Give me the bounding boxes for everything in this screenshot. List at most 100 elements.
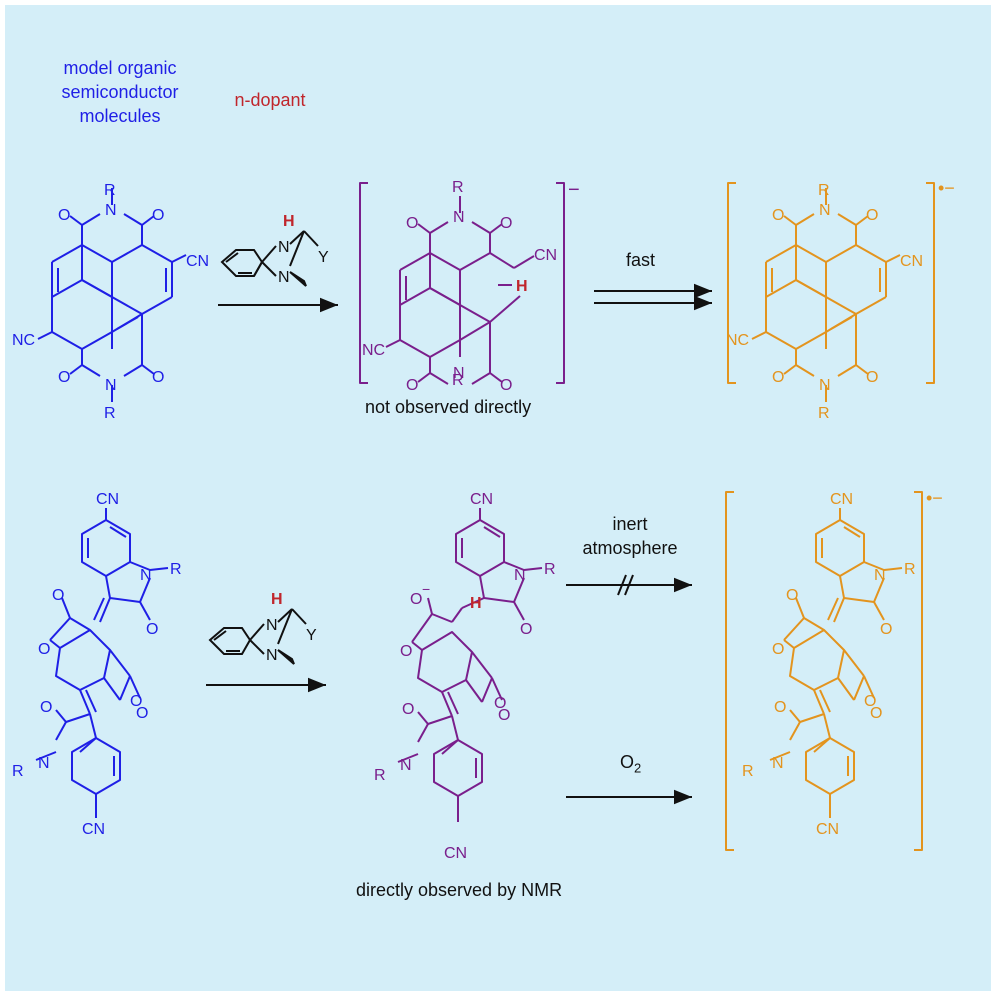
- label-r: R: [104, 405, 116, 422]
- inert-line-2: atmosphere: [582, 538, 678, 558]
- lactone-reactant: [35, 508, 169, 818]
- label-r: R: [904, 561, 916, 578]
- label-o: O: [152, 369, 164, 386]
- label-o: O: [520, 621, 532, 638]
- label-n: N: [140, 567, 152, 584]
- label-nc: NC: [726, 332, 749, 349]
- dopant-y: Y: [306, 627, 317, 644]
- label-n: N: [819, 202, 831, 219]
- dopant-y: Y: [318, 249, 329, 266]
- label-o: O: [498, 707, 510, 724]
- lactone-radical-anion: [725, 491, 923, 851]
- ndi-anion-labels: R N O O CN NC O O N R −: [362, 179, 580, 394]
- dopant-legend: n-dopant: [234, 90, 306, 110]
- label-o: O: [500, 377, 512, 394]
- label-n: N: [453, 365, 465, 382]
- anion-charge: −: [568, 179, 580, 201]
- label-nc: NC: [12, 332, 35, 349]
- adduct-intermediate: [397, 508, 543, 822]
- radical-charge-2: •−: [926, 488, 943, 508]
- legend-line-3: molecules: [79, 106, 161, 126]
- ndi-radical-labels: R N O O CN NC O O N R •−: [726, 178, 955, 422]
- oxygen-subscript: 2: [634, 760, 642, 776]
- lactone-radical-labels: CN N R O O O O O O N R CN •−: [742, 488, 943, 838]
- label-r: R: [818, 182, 830, 199]
- label-cn: CN: [186, 253, 209, 270]
- n-dopant-labels: H N N Y: [278, 213, 329, 286]
- radical-charge-1: •−: [938, 178, 955, 198]
- label-o: O: [772, 369, 784, 386]
- label-o: O: [406, 215, 418, 232]
- ndi-reactant-labels: R N O O CN NC O O N R: [12, 182, 209, 422]
- label-o: O: [130, 693, 142, 710]
- label-o: O: [58, 207, 70, 224]
- label-o: O: [866, 207, 878, 224]
- label-r: R: [170, 561, 182, 578]
- dopant-n-top: N: [278, 239, 290, 256]
- label-r: R: [104, 182, 116, 199]
- dopant-n-top: N: [266, 617, 278, 634]
- n-dopant-structure: [220, 230, 319, 287]
- label-o: O: [146, 621, 158, 638]
- label-r: R: [452, 179, 464, 196]
- label-o: O: [136, 705, 148, 722]
- label-r: R: [742, 763, 754, 780]
- label-o: O: [402, 701, 414, 718]
- legend-line-1: model organic: [63, 58, 177, 78]
- legend-line-2: semiconductor: [61, 82, 179, 102]
- reaction1-caption: not observed directly: [365, 397, 532, 417]
- label-n: N: [514, 567, 526, 584]
- ndi-reactant: [37, 188, 187, 402]
- blocked-mark-1: [617, 574, 627, 596]
- label-o: O: [38, 641, 50, 658]
- highlight-h-anion: H: [516, 278, 528, 295]
- label-cn: CN: [830, 491, 853, 508]
- semiconductor-legend: model organic semiconductor molecules: [40, 56, 200, 128]
- reaction2-condition-inert: inert atmosphere: [580, 512, 680, 560]
- label-o: O: [406, 377, 418, 394]
- label-n: N: [38, 755, 50, 772]
- label-o: O: [880, 621, 892, 638]
- label-r: R: [544, 561, 556, 578]
- adduct-labels: CN N R O − O O O O O N R CN: [374, 491, 556, 862]
- label-o: O: [786, 587, 798, 604]
- label-cn: CN: [96, 491, 119, 508]
- dopant-n-bottom: N: [278, 269, 290, 286]
- label-o: O: [494, 695, 506, 712]
- label-cn: CN: [534, 247, 557, 264]
- label-o: O: [52, 587, 64, 604]
- label-n: N: [105, 202, 117, 219]
- label-n: N: [400, 757, 412, 774]
- oxygen-symbol: O: [620, 752, 635, 772]
- label-n: N: [105, 377, 117, 394]
- blocked-mark-2: [624, 574, 634, 596]
- label-o: O: [772, 641, 784, 658]
- label-n: N: [819, 377, 831, 394]
- label-n: N: [453, 209, 465, 226]
- label-o: O: [500, 215, 512, 232]
- label-r: R: [12, 763, 24, 780]
- label-r: R: [452, 372, 464, 389]
- ndi-anion-intermediate: [359, 182, 565, 385]
- label-o: O: [870, 705, 882, 722]
- highlight-h-adduct: H: [470, 595, 482, 612]
- dopant-h: H: [283, 213, 295, 230]
- reaction2-condition-oxygen: O2: [620, 752, 641, 776]
- label-o: O: [40, 699, 52, 716]
- label-cn: CN: [470, 491, 493, 508]
- label-o: O: [866, 369, 878, 386]
- reaction1-condition-fast: fast: [626, 250, 656, 270]
- label-cn: CN: [444, 845, 467, 862]
- label-o: O: [772, 207, 784, 224]
- label-cn: CN: [816, 821, 839, 838]
- label-r: R: [818, 405, 830, 422]
- enolate-charge: −: [422, 581, 430, 597]
- inert-line-1: inert: [612, 514, 648, 534]
- label-r: R: [374, 767, 386, 784]
- lactone-reactant-labels: CN N R O O O O O O N R CN: [12, 491, 182, 838]
- label-o: O: [774, 699, 786, 716]
- label-cn: CN: [82, 821, 105, 838]
- n-dopant-structure-2: [208, 608, 307, 665]
- label-o: O: [864, 693, 876, 710]
